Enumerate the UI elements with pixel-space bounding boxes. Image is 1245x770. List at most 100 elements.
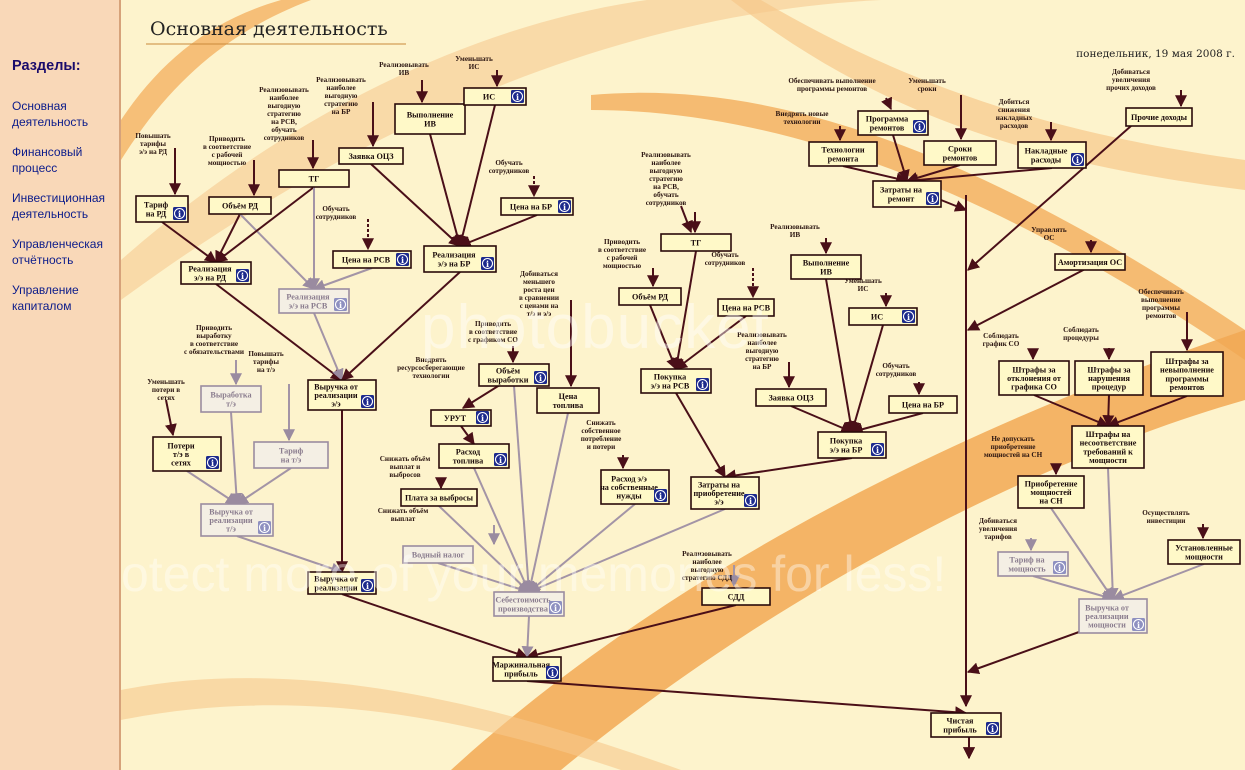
node-prochie[interactable]: Прочие доходы [1125, 107, 1193, 127]
info-icon[interactable]: i [986, 722, 999, 735]
info-icon[interactable]: i [481, 257, 494, 270]
info-icon[interactable]: i [696, 378, 709, 391]
sidebar-item-investicionnaya[interactable]: Инвестиционная деятельность [12, 191, 106, 221]
note-line: наиболее [651, 159, 680, 167]
node-cena_br_m[interactable]: Цена на БР [888, 395, 958, 414]
sidebar-item-osnovnaya[interactable]: Основная деятельность [12, 99, 89, 129]
info-icon[interactable]: i [361, 395, 374, 408]
info-icon[interactable]: i [902, 310, 915, 323]
info-icon[interactable]: i [558, 200, 571, 213]
info-icon[interactable]: i [534, 371, 547, 384]
background-swooshes [121, 0, 1245, 770]
info-icon[interactable]: i [206, 456, 219, 469]
node-zayavka_m[interactable]: Заявка ОЦЗ [755, 388, 827, 407]
info-icon[interactable]: i [1053, 561, 1066, 574]
node-obem_rd_m[interactable]: Объём РД [618, 287, 682, 306]
node-zayavka_l[interactable]: Заявка ОЦЗ [338, 147, 404, 165]
page-date: понедельник, 19 мая 2008 г. [1076, 48, 1235, 60]
info-icon[interactable]: i [361, 579, 374, 592]
edge-urut-rashod_topliva [460, 425, 475, 445]
node-cena_rsv_m[interactable]: Цена на РСВ [717, 298, 775, 317]
info-icon[interactable]: i [549, 601, 562, 614]
node-vodny_nalog[interactable]: Водный налог [402, 545, 474, 564]
sidebar-item-upravlencheskaya[interactable]: Управленческая отчётность [12, 237, 103, 267]
node-obem_rd_l[interactable]: Объём РД [208, 196, 272, 215]
info-icon[interactable]: i [396, 253, 409, 266]
note-line: сотрудников [316, 213, 357, 221]
node-label: Тариф [279, 447, 304, 456]
info-icon[interactable]: i [871, 443, 884, 456]
info-icon[interactable]: i [926, 192, 939, 205]
info-icon[interactable]: i [494, 453, 507, 466]
sidebar-item-kapital[interactable]: Управление капиталом [12, 283, 79, 313]
info-icon[interactable]: i [913, 120, 926, 133]
note-line: с рабочей [212, 151, 243, 159]
info-icon[interactable]: i [546, 666, 559, 679]
info-icon[interactable]: i [258, 521, 271, 534]
info-icon[interactable]: i [173, 207, 186, 220]
info-icon[interactable]: i [511, 90, 524, 103]
sidebar-item-finansovy[interactable]: Финансовый процесс [12, 145, 83, 175]
node-amortizaciya[interactable]: Амортизация ОС [1054, 253, 1126, 271]
svg-text:i: i [339, 300, 342, 310]
node-tg_m[interactable]: ТГ [660, 233, 732, 252]
node-plata_vybrosy[interactable]: Плата за выбросы [400, 488, 478, 507]
info-icon[interactable]: i [1132, 618, 1145, 631]
info-icon[interactable]: i [334, 298, 347, 311]
node-sdd[interactable]: СДД [701, 587, 771, 606]
info-icon[interactable]: i [1071, 153, 1084, 166]
node-tg_l[interactable]: ТГ [278, 169, 350, 188]
svg-text:i: i [486, 259, 489, 269]
node-urut[interactable]: УРУТ i [430, 409, 492, 427]
info-icon[interactable]: i [654, 489, 667, 502]
info-icon[interactable]: i [744, 494, 757, 507]
info-icon[interactable]: i [236, 269, 249, 282]
info-icon[interactable]: i [476, 411, 489, 424]
edge-vodny_nalog-sebestoimost [437, 562, 531, 595]
node-label: УРУТ [444, 414, 467, 423]
